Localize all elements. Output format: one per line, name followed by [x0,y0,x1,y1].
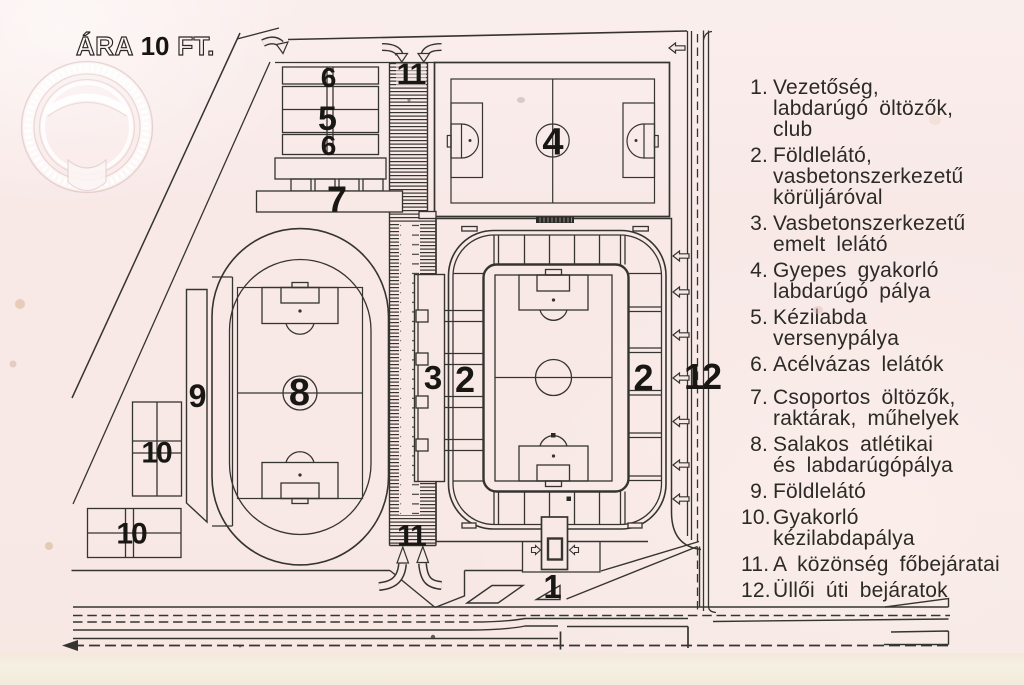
svg-text:11: 11 [397,520,426,553]
svg-text:1: 1 [543,568,561,605]
svg-text:3: 3 [424,359,442,396]
svg-text:4: 4 [542,122,563,164]
svg-text:8: 8 [289,372,310,414]
svg-text:11: 11 [397,58,426,91]
svg-text:10: 10 [116,518,147,551]
svg-text:7: 7 [327,179,347,220]
svg-text:10: 10 [141,437,172,470]
svg-text:2: 2 [633,357,653,398]
svg-text:2: 2 [455,359,475,400]
svg-text:6: 6 [321,62,337,93]
svg-text:5: 5 [318,100,337,138]
svg-text:12: 12 [684,356,721,397]
svg-text:6: 6 [321,130,337,161]
svg-text:9: 9 [189,378,207,414]
